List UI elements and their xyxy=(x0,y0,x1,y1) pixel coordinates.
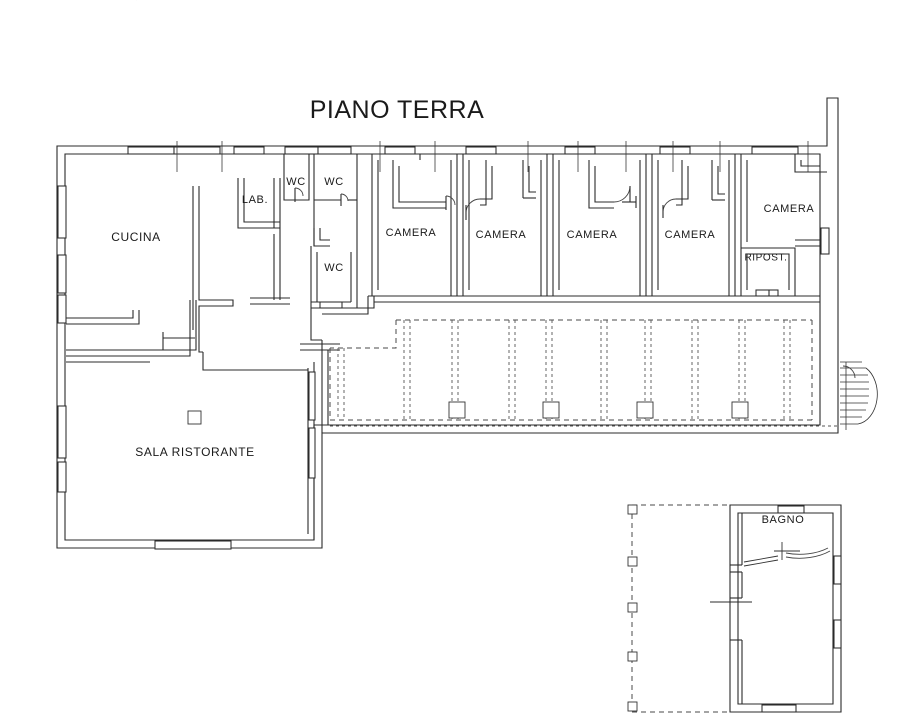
room-label-wc-3: WC xyxy=(324,262,344,274)
room-label-lab: LAB. xyxy=(242,194,268,206)
corridor-walls xyxy=(300,296,375,433)
room-camera-4 xyxy=(651,154,736,296)
room-label-wc-2: WC xyxy=(324,176,344,188)
room-camera-5 xyxy=(740,154,830,297)
room-labels: CUCINA LAB. WC WC WC CAMERA CAMERA CAMER… xyxy=(111,176,814,526)
rooms-wc xyxy=(283,154,358,309)
room-label-sala: SALA RISTORANTE xyxy=(135,445,254,459)
corridor-spine-wall xyxy=(368,295,820,303)
building-outline xyxy=(56,97,839,549)
portico-area xyxy=(329,319,838,427)
window-openings-top xyxy=(127,141,809,172)
room-label-camera-5: CAMERA xyxy=(764,203,815,215)
room-label-cucina: CUCINA xyxy=(111,230,161,244)
room-label-camera-4: CAMERA xyxy=(665,229,716,241)
room-cucina xyxy=(66,186,234,357)
room-label-camera-1: CAMERA xyxy=(386,227,437,239)
room-camera-3 xyxy=(552,154,647,296)
detached-block-bagno xyxy=(627,504,842,713)
room-label-bagno: BAGNO xyxy=(762,514,805,526)
room-sala-ristorante xyxy=(66,352,316,540)
room-label-camera-2: CAMERA xyxy=(476,229,527,241)
entry-door-bottom xyxy=(154,540,232,550)
room-label-wc-1: WC xyxy=(286,176,306,188)
portico-columns xyxy=(448,401,749,419)
room-lab xyxy=(237,178,290,305)
exterior-staircase xyxy=(840,361,878,430)
room-camera-2 xyxy=(462,154,548,296)
room-camera-1 xyxy=(371,154,458,296)
window-openings-left xyxy=(57,185,67,493)
room-label-camera-3: CAMERA xyxy=(567,229,618,241)
portico-bay-dividers xyxy=(337,320,791,420)
page-title: PIANO TERRA xyxy=(309,96,485,124)
room-label-ripost: RIPOST. xyxy=(744,253,787,264)
